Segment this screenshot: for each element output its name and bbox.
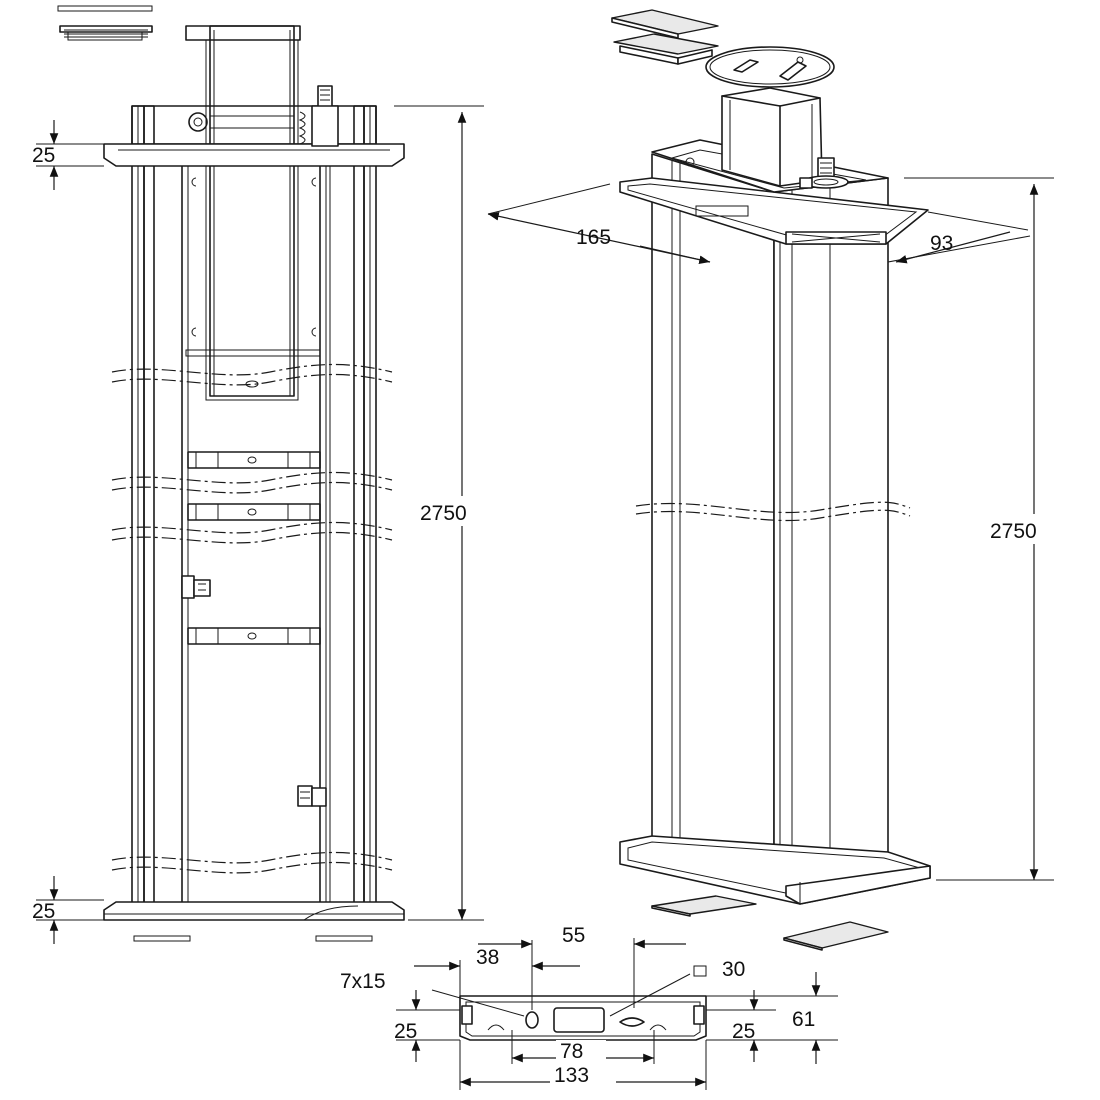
end-cap-icon (57, 5, 153, 41)
round-disc-icon (705, 46, 835, 88)
dim-base-offset: 38 (476, 946, 499, 969)
clamp-icon (181, 575, 211, 599)
dim-base-top: 55 (562, 924, 585, 947)
dim-left-bottom-thickness: 25 (32, 900, 55, 923)
dim-base-total: 133 (554, 1064, 589, 1087)
dim-left-height: 2750 (420, 502, 467, 525)
front-view: 25 25 2750 (32, 5, 510, 944)
dim-base-inner: 78 (560, 1040, 583, 1063)
dim-base-square: 30 (722, 958, 745, 981)
isometric-view: 165 93 2750 (487, 9, 1082, 951)
clamp-icon (297, 785, 327, 807)
base-plate-detail: 55 38 7x15 30 25 25 61 (340, 924, 838, 1090)
dim-base-right-edge: 25 (732, 1020, 755, 1043)
dim-right-depth: 165 (576, 226, 611, 249)
cap-plate-icon (611, 9, 719, 39)
dim-right-height: 2750 (990, 520, 1037, 543)
dim-base-slot: 7x15 (340, 970, 386, 993)
dim-base-left-edge: 25 (394, 1020, 417, 1043)
dim-right-width: 93 (930, 232, 953, 255)
cap-plug-icon (613, 33, 719, 65)
dim-base-depth: 61 (792, 1008, 815, 1031)
bolt-icon (799, 157, 849, 189)
dim-left-top-thickness: 25 (32, 144, 55, 167)
